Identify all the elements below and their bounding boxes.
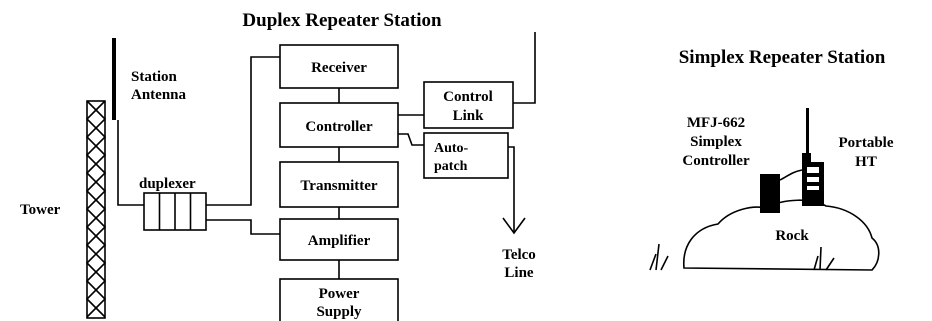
- controller-box: [279, 102, 399, 148]
- transmitter-box: [279, 161, 399, 208]
- controller-ht-cable: [779, 169, 803, 181]
- antenna-feedline: [117, 120, 144, 206]
- duplexer-amplifier-line: [206, 219, 280, 235]
- control-link-box: [423, 81, 514, 129]
- receiver-label: Receiver: [311, 60, 367, 76]
- simplex-title: Simplex Repeater Station: [679, 47, 886, 68]
- transmitter-label: Transmitter: [300, 178, 378, 194]
- antenna-label: Station: [131, 69, 178, 85]
- portable-ht-label: Portable: [839, 135, 894, 151]
- tower: [85, 100, 107, 319]
- simplex-controller-label: Controller: [682, 153, 750, 169]
- controller-label: Controller: [305, 119, 373, 135]
- telco-label: Line: [504, 265, 534, 281]
- duplexer-label: duplexer: [139, 176, 196, 192]
- telco-line: [508, 146, 515, 232]
- power-supply-label: Supply: [316, 304, 362, 320]
- controller-autopatch-line: [398, 133, 424, 146]
- amplifier-box: [279, 218, 399, 261]
- duplexer: [143, 192, 207, 231]
- autopatch-label: Auto-: [434, 141, 469, 156]
- autopatch-box: [423, 132, 509, 179]
- simplex-controller-device: [760, 174, 780, 213]
- duplexer-receiver-line: [206, 56, 280, 206]
- receiver-box: [279, 44, 399, 89]
- simplex-controller-label: MFJ-662: [687, 115, 745, 131]
- telco-arrow-icon: [502, 217, 526, 235]
- control-link-label: Control: [443, 89, 493, 105]
- rock-label: Rock: [775, 228, 809, 244]
- tower-label: Tower: [20, 202, 61, 218]
- portable-ht-icon: [802, 108, 824, 206]
- power-supply-label: Power: [319, 286, 360, 302]
- amplifier-label: Amplifier: [308, 233, 371, 249]
- grass-icon: [813, 246, 835, 271]
- telco-label: Telco: [502, 247, 536, 263]
- control-link-antenna: [513, 32, 536, 104]
- portable-ht-label: HT: [855, 154, 877, 170]
- autopatch-label: patch: [434, 159, 468, 174]
- control-link-label: Link: [453, 108, 485, 124]
- power-supply-box: [279, 278, 399, 321]
- antenna-label: Antenna: [131, 87, 187, 103]
- grass-icon: [649, 243, 669, 271]
- duplex-title: Duplex Repeater Station: [242, 10, 442, 31]
- simplex-controller-label: Simplex: [690, 134, 742, 150]
- rock: [683, 199, 880, 271]
